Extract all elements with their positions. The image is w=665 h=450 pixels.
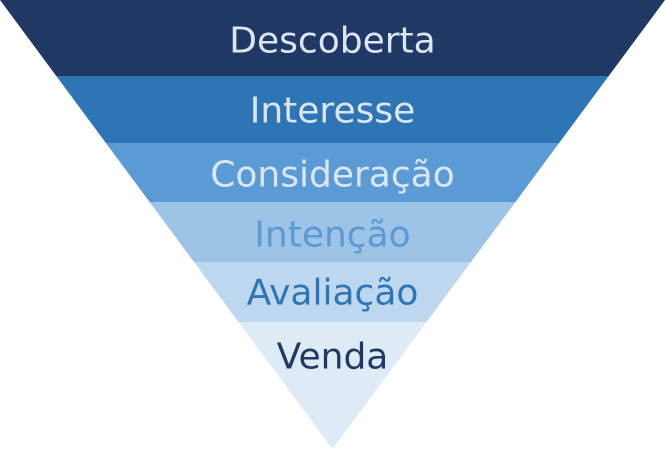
funnel-label-3: Consideração [210,155,454,196]
funnel-label-4: Intenção [254,215,410,256]
funnel-band-1 [0,0,665,76]
funnel-band-6 [238,322,427,449]
funnel-label-6: Venda [277,337,389,378]
funnel-label-1: Descoberta [229,21,435,62]
funnel-label-5: Avaliação [247,273,419,314]
funnel-band-5 [194,262,471,322]
funnel-band-2 [56,76,609,143]
funnel-band-3 [105,143,560,202]
funnel-label-2: Interesse [250,91,416,132]
funnel-band-4 [149,202,516,262]
